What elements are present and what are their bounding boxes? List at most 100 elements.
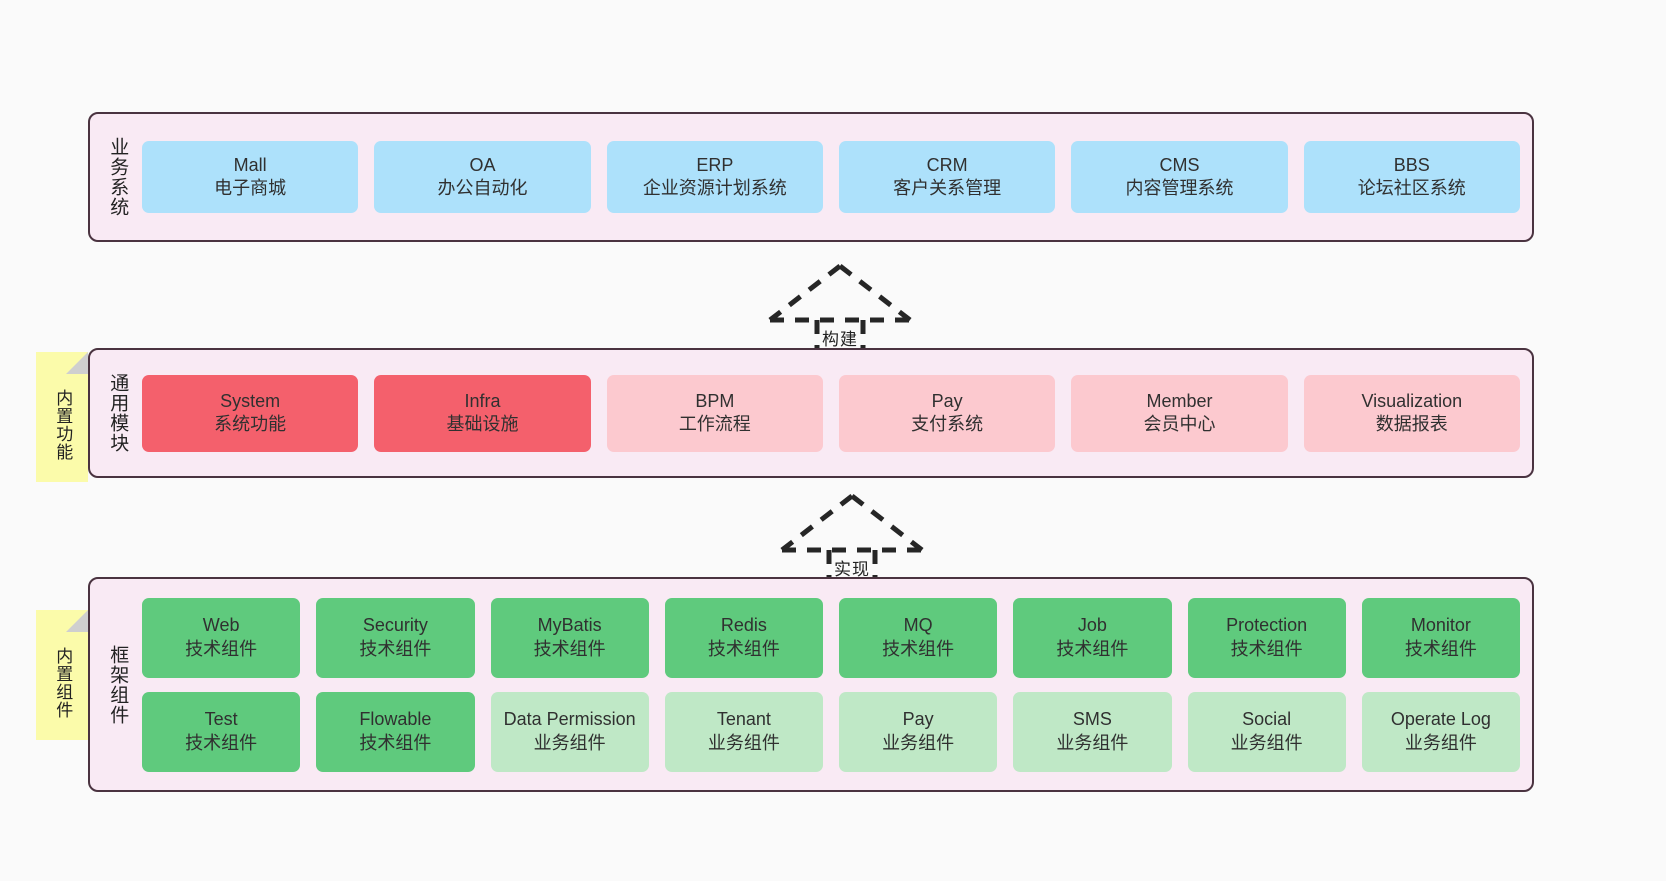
node-subtitle: 企业资源计划系统 <box>642 178 787 198</box>
node-social[interactable]: Social 业务组件 <box>1187 691 1346 772</box>
node-subtitle: 业务组件 <box>882 732 955 753</box>
node-title: CRM <box>926 154 968 175</box>
node-erp[interactable]: ERP 企业资源计划系统 <box>606 141 823 213</box>
generalization-arrow-implement: 实现 <box>772 492 932 585</box>
node-mybatis[interactable]: MyBatis 技术组件 <box>490 597 649 678</box>
node-title: BBS <box>1393 154 1430 175</box>
node-title: Social <box>1242 709 1292 730</box>
node-title: CMS <box>1159 154 1200 175</box>
node-title: Web <box>202 615 240 636</box>
node-infra[interactable]: Infra 基础设施 <box>374 374 591 452</box>
node-subtitle: 技术组件 <box>185 732 258 753</box>
node-web[interactable]: Web 技术组件 <box>142 597 301 678</box>
node-subtitle: 业务组件 <box>1056 732 1129 753</box>
node-subtitle: 客户关系管理 <box>893 178 1002 198</box>
node-subtitle: 技术组件 <box>1404 638 1477 659</box>
layer-boxes-common: System 系统功能 Infra 基础设施 BPM 工作流程 Pay 支付系统… <box>134 356 1522 470</box>
node-title: Infra <box>464 390 501 411</box>
arrow-label-implement: 实现 <box>834 560 870 579</box>
node-subtitle: 业务组件 <box>1230 732 1303 753</box>
node-title: Pay <box>902 709 934 730</box>
node-security[interactable]: Security 技术组件 <box>316 597 475 678</box>
node-subtitle: 会员中心 <box>1143 414 1216 434</box>
node-title: MQ <box>903 615 933 636</box>
node-title: Job <box>1077 615 1107 636</box>
node-title: Mall <box>233 154 267 175</box>
node-sms[interactable]: SMS 业务组件 <box>1013 691 1172 772</box>
node-subtitle: 业务组件 <box>1404 732 1477 753</box>
node-subtitle: 办公自动化 <box>437 178 528 198</box>
node-test[interactable]: Test 技术组件 <box>142 691 301 772</box>
node-title: SMS <box>1072 709 1112 730</box>
sticky-note-text: 内置功能 <box>53 389 73 461</box>
node-subtitle: 技术组件 <box>533 638 606 659</box>
node-job[interactable]: Job 技术组件 <box>1013 597 1172 678</box>
node-subtitle: 基础设施 <box>446 414 519 434</box>
node-subtitle: 技术组件 <box>359 732 432 753</box>
node-redis[interactable]: Redis 技术组件 <box>664 597 823 678</box>
node-subtitle: 技术组件 <box>359 638 432 659</box>
node-mq[interactable]: MQ 技术组件 <box>839 597 998 678</box>
layer-common-modules: 通用模块 System 系统功能 Infra 基础设施 BPM 工作流程 Pay… <box>88 348 1534 478</box>
node-flowable[interactable]: Flowable 技术组件 <box>316 691 475 772</box>
node-system[interactable]: System 系统功能 <box>142 374 359 452</box>
node-pay-component[interactable]: Pay 业务组件 <box>839 691 998 772</box>
node-visualization[interactable]: Visualization 数据报表 <box>1303 374 1520 452</box>
node-subtitle: 论坛社区系统 <box>1357 178 1466 198</box>
node-title: Redis <box>720 615 767 636</box>
node-subtitle: 电子商城 <box>214 178 287 198</box>
node-subtitle: 技术组件 <box>882 638 955 659</box>
node-subtitle: 技术组件 <box>707 638 780 659</box>
node-title: System <box>220 390 281 411</box>
layer-boxes-business: Mall 电子商城 OA 办公自动化 ERP 企业资源计划系统 CRM 客户关系… <box>134 120 1522 234</box>
sticky-note-text: 内置组件 <box>53 647 73 719</box>
node-title: Flowable <box>359 709 432 730</box>
node-subtitle: 技术组件 <box>185 638 258 659</box>
node-subtitle: 业务组件 <box>533 732 606 753</box>
node-title: OA <box>469 154 496 175</box>
box-row: Mall 电子商城 OA 办公自动化 ERP 企业资源计划系统 CRM 客户关系… <box>142 141 1520 213</box>
node-subtitle: 内容管理系统 <box>1125 178 1234 198</box>
node-title: Monitor <box>1410 615 1471 636</box>
node-cms[interactable]: CMS 内容管理系统 <box>1071 141 1288 213</box>
node-mall[interactable]: Mall 电子商城 <box>142 141 359 213</box>
node-title: Member <box>1146 390 1213 411</box>
node-title: Test <box>204 709 238 730</box>
node-title: BPM <box>695 390 735 411</box>
node-title: Protection <box>1226 615 1308 636</box>
layer-title-common: 通用模块 <box>107 373 129 453</box>
node-member[interactable]: Member 会员中心 <box>1071 374 1288 452</box>
node-subtitle: 业务组件 <box>707 732 780 753</box>
layer-title-business: 业务系统 <box>107 137 129 217</box>
arrow-label-build: 构建 <box>822 330 858 349</box>
node-bpm[interactable]: BPM 工作流程 <box>606 374 823 452</box>
node-operate-log[interactable]: Operate Log 业务组件 <box>1361 691 1520 772</box>
node-title: MyBatis <box>537 615 602 636</box>
node-title: Operate Log <box>1390 709 1491 730</box>
sticky-note-builtin-features: 内置功能 <box>36 352 88 482</box>
node-pay-module[interactable]: Pay 支付系统 <box>838 374 1056 452</box>
node-tenant[interactable]: Tenant 业务组件 <box>664 691 823 772</box>
box-row: System 系统功能 Infra 基础设施 BPM 工作流程 Pay 支付系统… <box>142 374 1520 452</box>
node-subtitle: 支付系统 <box>911 414 984 434</box>
node-subtitle: 系统功能 <box>214 414 287 434</box>
node-title: ERP <box>696 154 734 175</box>
node-subtitle: 数据报表 <box>1375 414 1448 434</box>
node-title: Data Permission <box>503 709 636 730</box>
node-title: Tenant <box>716 709 771 730</box>
layer-title-framework: 框架组件 <box>107 644 129 725</box>
layer-boxes-framework: Web 技术组件 Security 技术组件 MyBatis 技术组件 Redi… <box>134 585 1522 784</box>
node-monitor[interactable]: Monitor 技术组件 <box>1361 597 1520 678</box>
node-subtitle: 工作流程 <box>678 414 751 434</box>
layer-framework-components: 框架组件 Web 技术组件 Security 技术组件 MyBatis 技术组件… <box>88 577 1534 792</box>
node-title: Security <box>362 615 428 636</box>
node-oa[interactable]: OA 办公自动化 <box>374 141 591 213</box>
generalization-arrow-build: 构建 <box>760 262 920 355</box>
node-bbs[interactable]: BBS 论坛社区系统 <box>1303 141 1520 213</box>
node-data-permission[interactable]: Data Permission 业务组件 <box>490 691 649 772</box>
node-subtitle: 技术组件 <box>1230 638 1303 659</box>
layer-business-systems: 业务系统 Mall 电子商城 OA 办公自动化 ERP 企业资源计划系统 CRM… <box>88 112 1534 242</box>
node-crm[interactable]: CRM 客户关系管理 <box>838 141 1056 213</box>
node-protection[interactable]: Protection 技术组件 <box>1187 597 1346 678</box>
